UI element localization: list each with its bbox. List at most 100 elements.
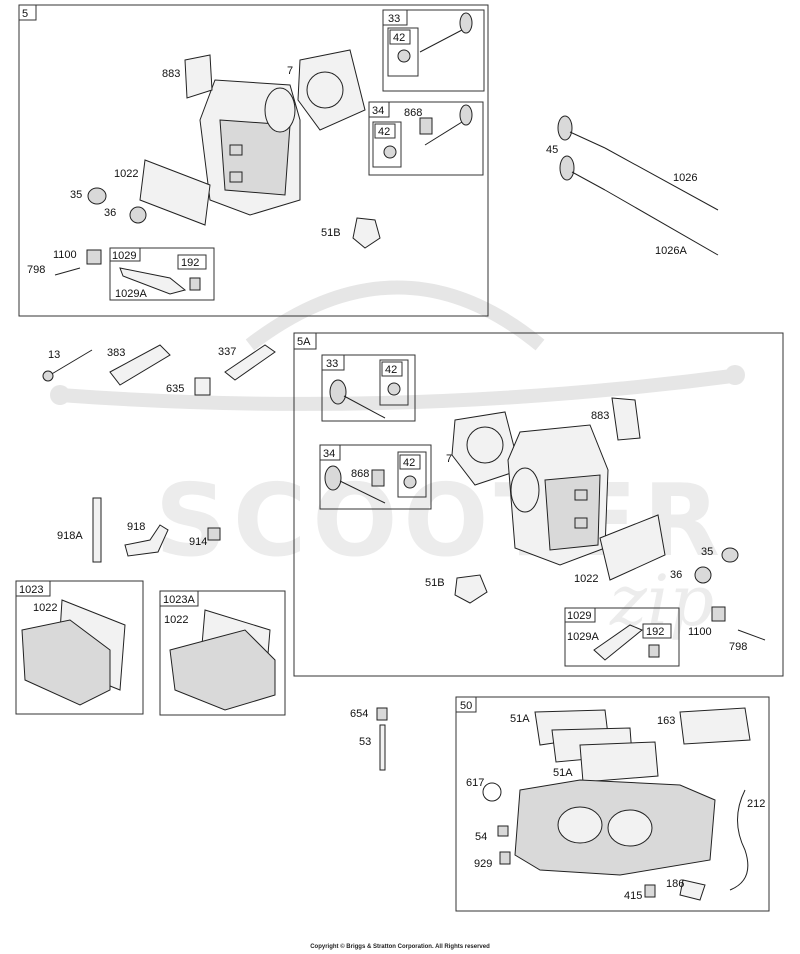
subgroup-5A-192-label: 192 — [646, 626, 664, 638]
gasket-883-5A — [611, 397, 641, 441]
fitting-186 — [679, 879, 706, 901]
subgroup-5A-34-42-label: 42 — [403, 457, 415, 469]
label-1029A-5A: 1029A — [567, 631, 599, 643]
label-186: 186 — [666, 878, 684, 890]
push-rod-1026A — [604, 189, 719, 256]
gasket-51B-5A — [454, 574, 488, 604]
tube-918 — [124, 524, 169, 557]
subgroup-34-42-label: 42 — [378, 126, 390, 138]
group-1023: 1023 1022 — [15, 580, 144, 715]
spring-35 — [87, 187, 107, 205]
label-35: 35 — [70, 189, 82, 201]
label-212: 212 — [747, 798, 765, 810]
group-5-label: 5 — [22, 8, 28, 20]
valve-33 — [459, 12, 473, 34]
label-798-5A: 798 — [729, 641, 747, 653]
subgroup-33-label: 33 — [388, 13, 400, 25]
copyright-notice: Copyright © Briggs & Stratton Corporatio… — [310, 944, 490, 950]
rocker-arm-1029 — [119, 267, 187, 295]
label-1022: 1022 — [114, 168, 138, 180]
label-1100: 1100 — [53, 249, 77, 261]
wire-212 — [729, 789, 749, 891]
label-1026A: 1026A — [655, 245, 687, 257]
gasket-883 — [184, 54, 213, 99]
screw-54 — [497, 825, 509, 837]
tube-635 — [194, 377, 211, 396]
pivot-1100 — [86, 249, 102, 265]
cylinder-head-5 — [199, 79, 301, 216]
subgroup-192-label: 192 — [181, 257, 199, 269]
gasket-51B — [352, 217, 381, 249]
label-1029A: 1029A — [115, 288, 147, 300]
label-883: 883 — [162, 68, 180, 80]
label-54: 54 — [475, 831, 487, 843]
label-383: 383 — [107, 347, 125, 359]
group-5A: 5A 33 42 34 42 — [293, 332, 784, 677]
o-ring-617 — [482, 782, 502, 802]
fitting-914 — [207, 527, 221, 541]
label-163: 163 — [657, 715, 675, 727]
label-36: 36 — [104, 207, 116, 219]
subgroup-1029-label: 1029 — [112, 250, 136, 262]
label-51A-a: 51A — [510, 713, 530, 725]
valve-cover-gasket-1022-5A — [599, 514, 666, 581]
stud-53 — [379, 724, 386, 771]
label-1022-5A: 1022 — [574, 573, 598, 585]
label-51A-b: 51A — [553, 767, 573, 779]
spark-plug-337 — [224, 344, 276, 381]
valve-34 — [459, 104, 473, 126]
nut-654 — [376, 707, 388, 721]
label-617: 617 — [466, 777, 484, 789]
group-1023-label: 1023 — [19, 584, 43, 596]
gasket-51A-b — [579, 741, 659, 783]
label-337: 337 — [218, 346, 236, 358]
subgroup-5A-1029-label: 1029 — [567, 610, 591, 622]
push-rods: 45 1026 1026A — [546, 115, 719, 257]
label-868: 868 — [404, 107, 422, 119]
tube-918A — [92, 497, 102, 563]
label-635: 635 — [166, 383, 184, 395]
label-7-5A: 7 — [446, 453, 452, 465]
stud-parts: 654 53 — [350, 707, 388, 771]
bolt-13 — [49, 349, 93, 376]
loose-parts-upper: 13 383 337 635 — [42, 344, 276, 396]
group-1023A: 1023A 1022 — [159, 590, 286, 716]
label-1100-5A: 1100 — [688, 626, 712, 638]
valve-cover-1023 — [21, 619, 111, 706]
group-50: 50 51A 163 51A 617 212 54 929 186 415 — [455, 696, 770, 912]
retainer-42 — [397, 49, 411, 63]
label-51B: 51B — [321, 227, 341, 239]
gasket-163 — [679, 707, 751, 745]
label-51B-5A: 51B — [425, 577, 445, 589]
bolt-798 — [54, 267, 81, 276]
group-50-label: 50 — [460, 700, 472, 712]
label-36-5A: 36 — [670, 569, 682, 581]
label-1026: 1026 — [673, 172, 697, 184]
subgroup-34-label: 34 — [372, 105, 384, 117]
group-5: 5 33 42 34 42 — [18, 4, 489, 317]
label-415: 415 — [624, 890, 642, 902]
spring-36 — [129, 206, 147, 224]
cylinder-head-5A — [507, 424, 609, 566]
label-918A: 918A — [57, 530, 83, 542]
push-rod-1026 — [604, 147, 719, 211]
label-914: 914 — [189, 536, 207, 548]
breather-383 — [109, 344, 171, 386]
label-918: 918 — [127, 521, 145, 533]
subgroup-5A-33-label: 33 — [326, 358, 338, 370]
label-35-5A: 35 — [701, 546, 713, 558]
group-1023A-label: 1023A — [163, 594, 195, 606]
seal-868 — [419, 117, 433, 135]
label-798: 798 — [27, 264, 45, 276]
label-929: 929 — [474, 858, 492, 870]
head-gasket-7 — [297, 49, 366, 131]
group-5A-label: 5A — [297, 336, 311, 348]
label-1022-b: 1022 — [164, 614, 188, 626]
label-654: 654 — [350, 708, 368, 720]
subgroup-33-42-label: 42 — [393, 32, 405, 44]
label-1022-a: 1022 — [33, 602, 57, 614]
subgroup-5A-34-label: 34 — [323, 448, 335, 460]
loose-parts-middle: 918A 918 914 — [57, 497, 221, 563]
valve-45 — [557, 115, 573, 141]
